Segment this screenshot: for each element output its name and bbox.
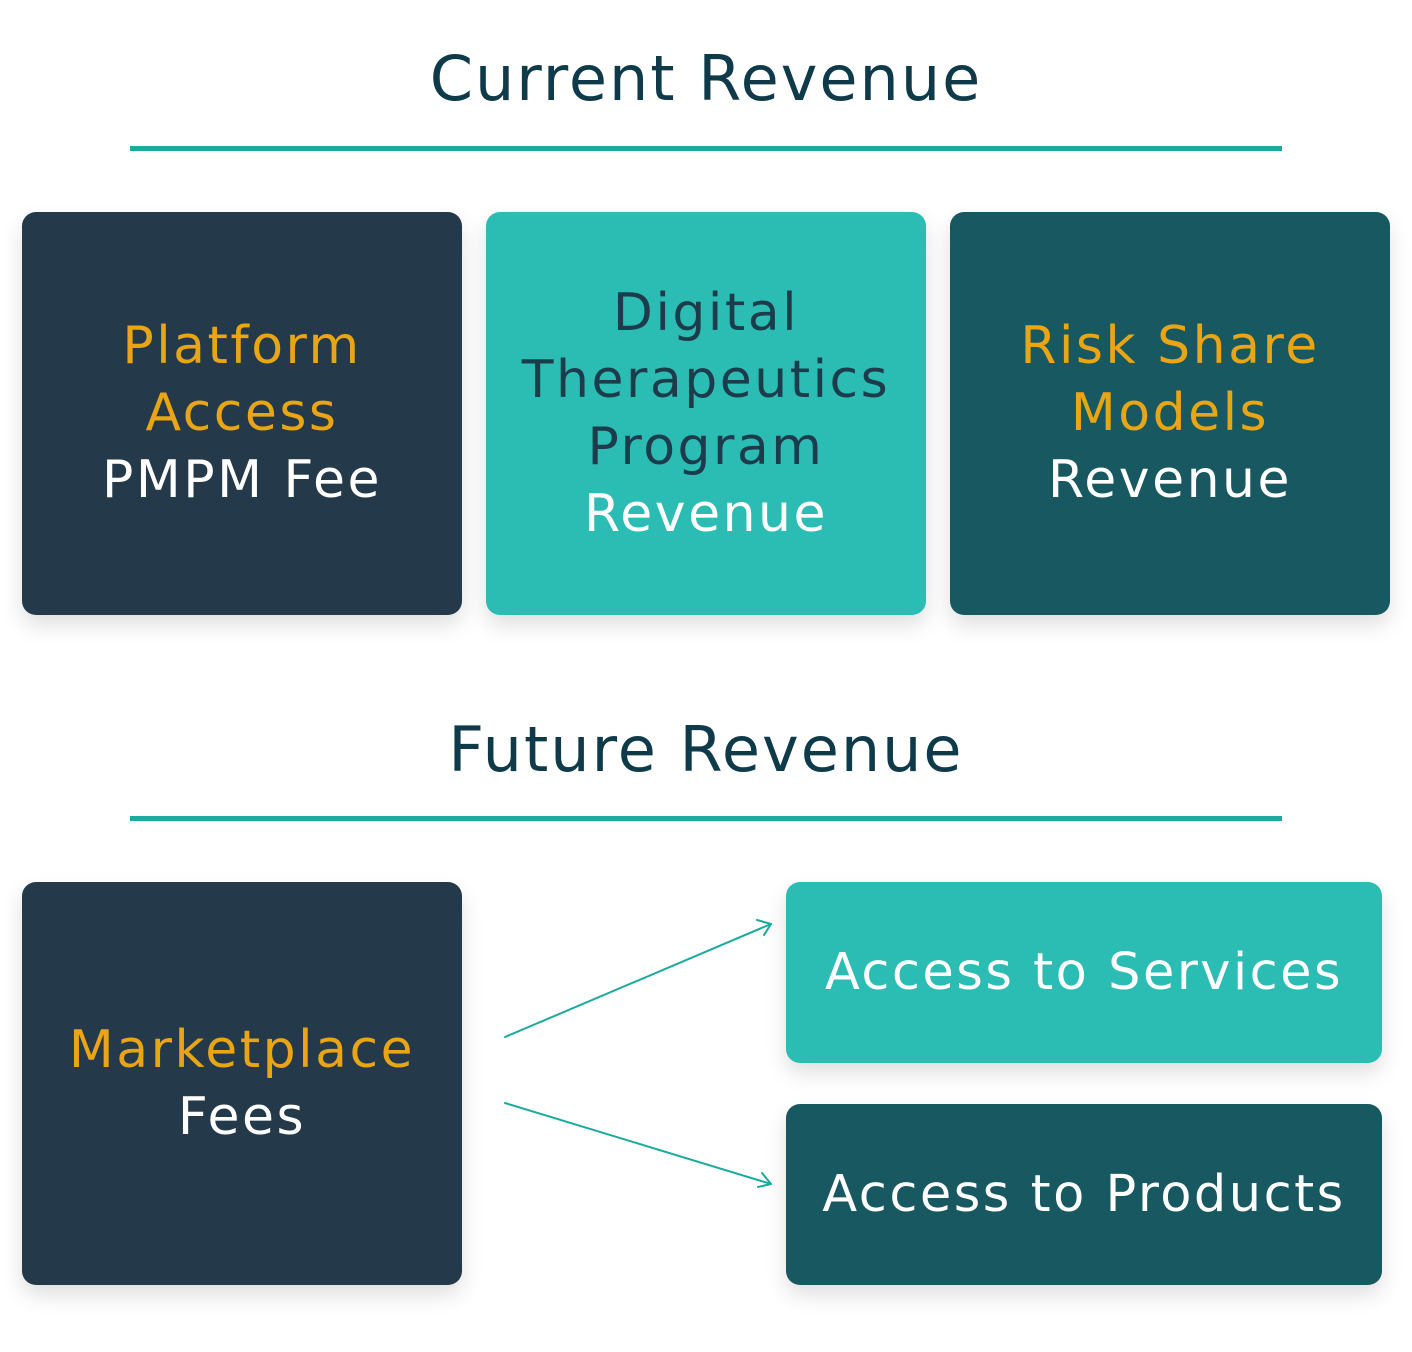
arrow-to-products <box>504 1102 772 1185</box>
future-revenue-divider <box>130 816 1282 821</box>
digital-therapeutics-line-3: Program <box>587 416 825 477</box>
platform-access-line-1: Platform <box>122 316 362 376</box>
arrow-to-services-head <box>756 919 772 936</box>
risk-share-line-1: Risk Share <box>1020 316 1320 376</box>
platform-access-box: Platform Access PMPM Fee <box>22 212 462 615</box>
platform-access-line-3: PMPM Fee <box>101 450 383 510</box>
current-revenue-divider <box>130 146 1282 151</box>
access-to-services-box: Access to Services <box>786 882 1382 1063</box>
future-revenue-title: Future Revenue <box>448 713 964 786</box>
access-to-products-label: Access to Products <box>822 1165 1346 1224</box>
risk-share-line-2: Models <box>1070 383 1270 443</box>
digital-therapeutics-box: Digital Therapeutics Program Revenue <box>486 212 926 615</box>
marketplace-fees-line-2: Fees <box>177 1086 307 1147</box>
access-to-services-label: Access to Services <box>824 943 1344 1002</box>
marketplace-fees-box: Marketplace Fees <box>22 882 462 1285</box>
arrow-to-services <box>504 923 772 1038</box>
platform-access-line-2: Access <box>145 383 339 443</box>
marketplace-fees-line-1: Marketplace <box>68 1019 416 1080</box>
digital-therapeutics-line-4: Revenue <box>584 483 828 544</box>
risk-share-line-3: Revenue <box>1048 450 1292 510</box>
current-revenue-title: Current Revenue <box>429 42 983 115</box>
access-to-products-box: Access to Products <box>786 1104 1382 1285</box>
arrow-to-products-head <box>757 1172 772 1188</box>
risk-share-box: Risk Share Models Revenue <box>950 212 1390 615</box>
digital-therapeutics-line-1: Digital <box>612 282 800 343</box>
digital-therapeutics-line-2: Therapeutics <box>521 349 891 410</box>
